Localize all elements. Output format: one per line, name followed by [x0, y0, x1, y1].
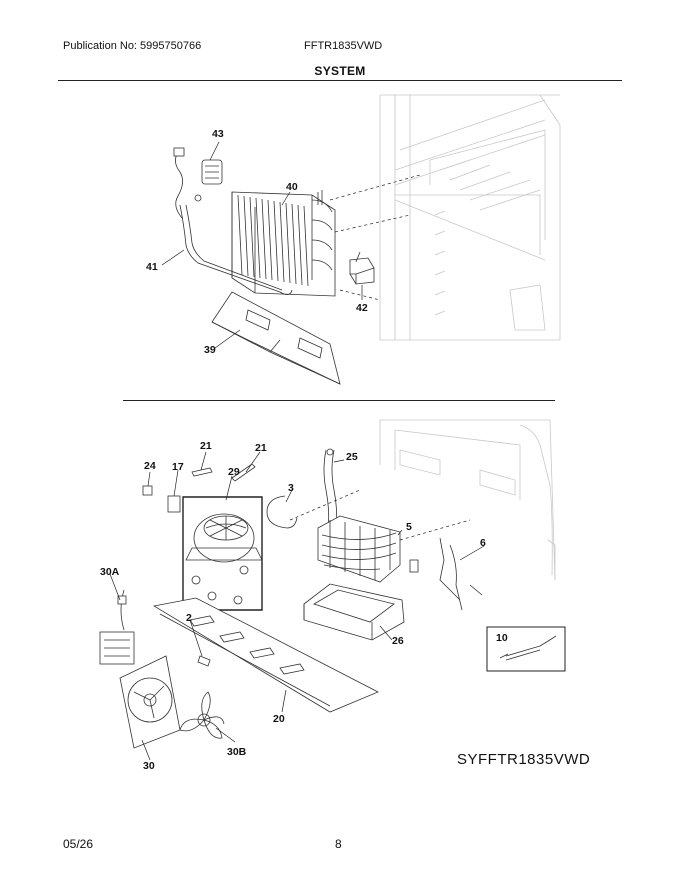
footer-date: 05/26	[63, 837, 94, 851]
part-39-evaporator-cover	[211, 291, 341, 385]
section-divider	[123, 400, 555, 401]
leader-lines-upper	[161, 141, 421, 349]
callout-42: 42	[356, 302, 368, 314]
callout-21-left: 21	[200, 440, 212, 452]
part-25-drain-tube	[323, 448, 338, 531]
section-title: SYSTEM	[314, 64, 366, 78]
part-20-base-plate	[152, 597, 379, 713]
publication-number: Publication No: 5995750766	[63, 40, 202, 52]
part-24-clip	[142, 485, 153, 496]
callout-30: 30	[143, 760, 155, 772]
part-26-drain-pan	[303, 583, 405, 641]
model-number: FFTR1835VWD	[304, 40, 383, 52]
callout-26: 26	[392, 635, 404, 647]
callout-20: 20	[273, 713, 285, 725]
part-3-tube	[266, 495, 298, 529]
part-42-terminal-block	[349, 251, 375, 285]
callout-40: 40	[286, 181, 298, 193]
callout-25: 25	[346, 451, 358, 463]
part-30-fan-shroud	[119, 655, 181, 749]
part-43-defrost-thermostat	[173, 147, 223, 219]
part-41-tubing	[179, 204, 293, 295]
callout-30a: 30A	[100, 566, 120, 578]
part-30b-fan-blade	[179, 691, 225, 739]
callout-29: 29	[228, 466, 240, 478]
callout-2: 2	[186, 612, 192, 624]
part-29-compressor	[182, 496, 263, 611]
cabinet-outline-lower	[379, 419, 556, 581]
callout-5: 5	[406, 521, 412, 533]
part-10-inset	[486, 626, 566, 672]
callout-10: 10	[496, 632, 508, 644]
callout-43: 43	[212, 128, 224, 140]
callout-3: 3	[288, 482, 294, 494]
part-17-overload	[167, 495, 181, 513]
part-21-brackets	[191, 463, 256, 482]
callout-30b: 30B	[227, 746, 247, 758]
diagram-art-code: SYFFTR1835VWD	[457, 751, 591, 768]
callout-41: 41	[146, 261, 158, 273]
callout-17: 17	[172, 461, 184, 473]
part-2-grommet	[197, 655, 211, 667]
part-30a-fan-motor	[99, 589, 135, 665]
page-number: 8	[335, 837, 342, 851]
part-40-evaporator	[231, 190, 336, 297]
callout-21-right: 21	[255, 442, 267, 454]
part-6-wiring-harness	[409, 537, 483, 611]
callout-24: 24	[144, 460, 156, 472]
leader-lines-lower	[109, 451, 485, 761]
part-5-condenser	[317, 515, 401, 583]
callout-39: 39	[204, 344, 216, 356]
cabinet-outline-upper	[379, 94, 561, 341]
callout-6: 6	[480, 537, 486, 549]
header-rule	[58, 80, 622, 81]
